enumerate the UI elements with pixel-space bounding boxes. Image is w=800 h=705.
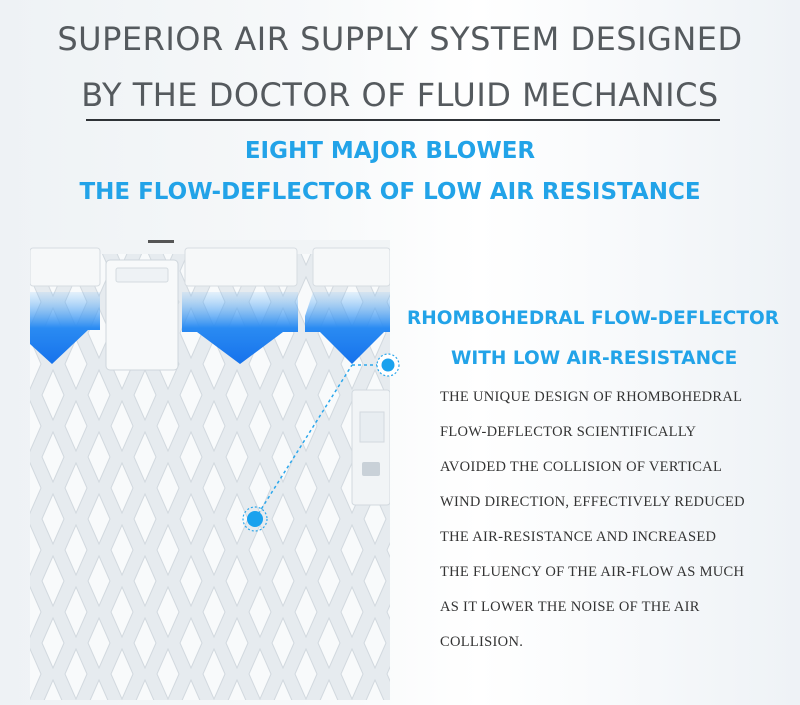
deflector-illustration [30, 240, 390, 700]
description-line: THE AIR-RESISTANCE AND INCREASED [440, 529, 717, 545]
feature-description: THE UNIQUE DESIGN OF RHOMBOHEDRAL FLOW-D… [440, 386, 780, 666]
description-line: AS IT LOWER THE NOISE OF THE AIR [440, 599, 700, 615]
feature-title-line-1: RHOMBOHEDRAL FLOW-DEFLECTOR [407, 308, 779, 329]
subheading-line-1: EIGHT MAJOR BLOWER [244, 138, 536, 164]
product-closeup-image [30, 240, 390, 700]
description-line: COLLISION. [440, 634, 524, 650]
headline-line-1: SUPERIOR AIR SUPPLY SYSTEM DESIGNED [57, 20, 743, 58]
description-line: AVOIDED THE COLLISION OF VERTICAL [440, 459, 723, 475]
description-line: THE FLUENCY OF THE AIR-FLOW AS MUCH [440, 564, 745, 580]
feature-title-line-2: WITH LOW AIR-RESISTANCE [451, 348, 738, 369]
headline-line-2: BY THE DOCTOR OF FLUID MECHANICS [81, 76, 719, 114]
description-line: FLOW-DEFLECTOR SCIENTIFICALLY [440, 424, 697, 440]
headline-underline [86, 119, 720, 121]
description-line: WIND DIRECTION, EFFECTIVELY REDUCED [440, 494, 745, 510]
description-line: THE UNIQUE DESIGN OF RHOMBOHEDRAL [440, 389, 743, 405]
subheading-line-2: THE FLOW-DEFLECTOR OF LOW AIR RESISTANCE [79, 179, 701, 205]
